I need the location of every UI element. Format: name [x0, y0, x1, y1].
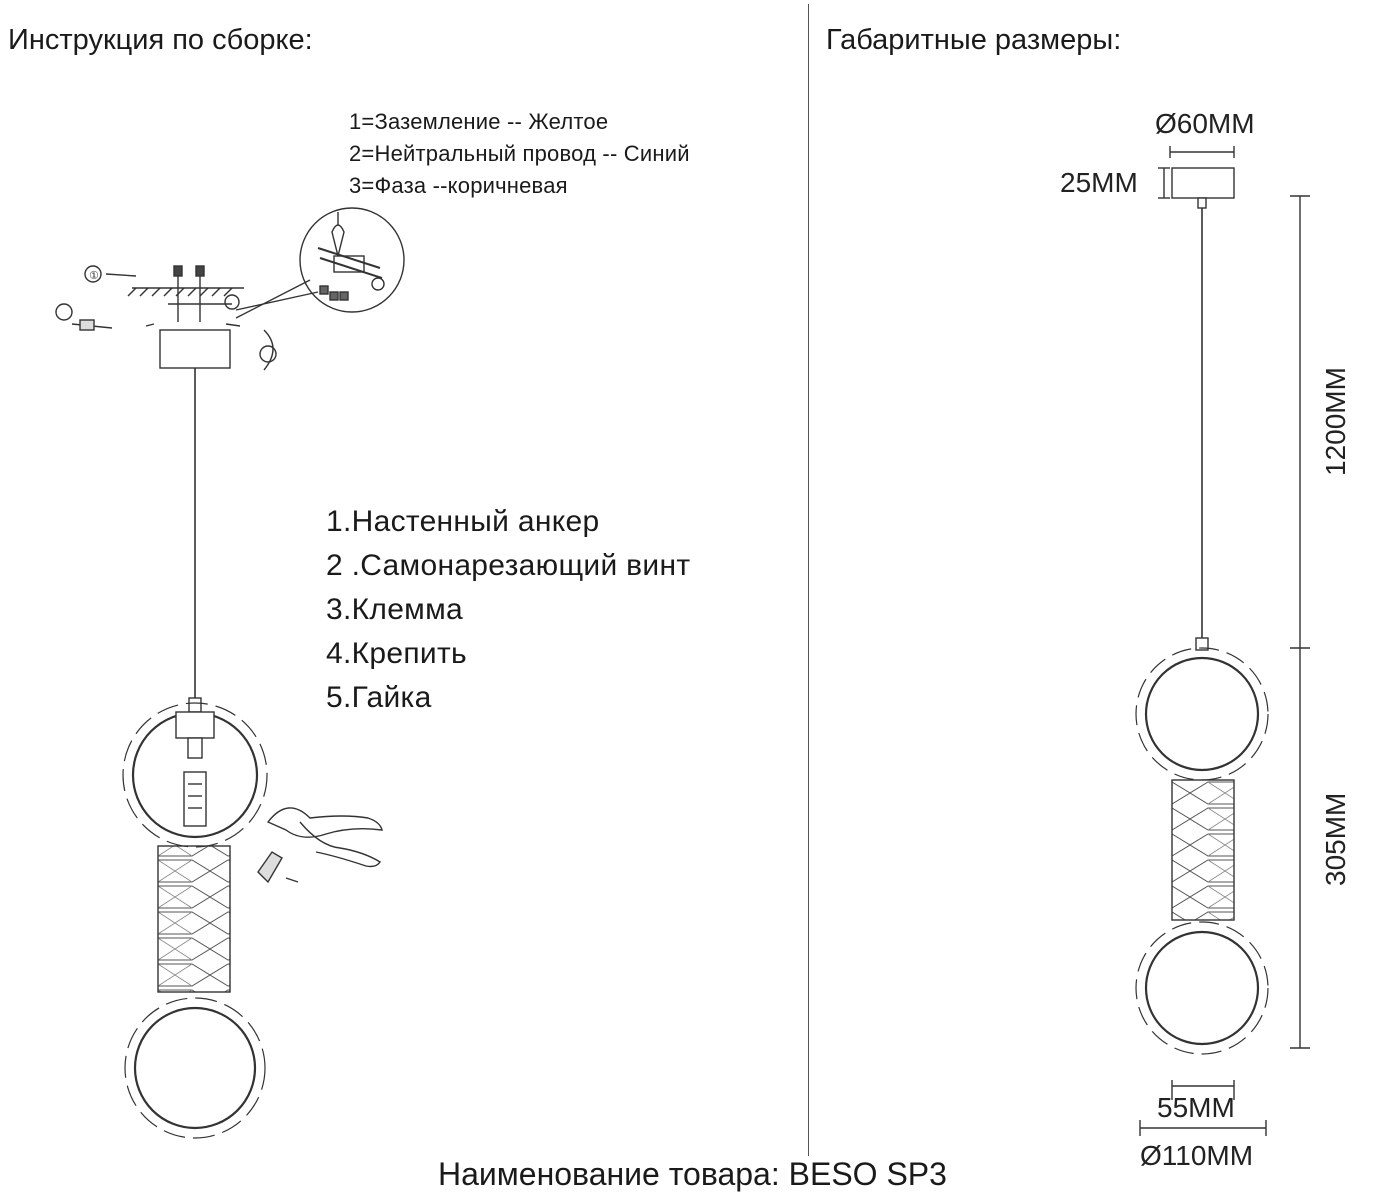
- nut-detail: [55, 303, 241, 331]
- terminal-zoom-detail: [235, 207, 405, 319]
- parts-legend: 1.Настенный анкер 2 .Самонарезающий винт…: [326, 500, 690, 720]
- canopy: [159, 329, 231, 369]
- parts-legend-terminal: 3.Клемма: [326, 593, 464, 626]
- crystal-piece-icon: [257, 851, 283, 884]
- dimensions-heading: Габаритные размеры:: [826, 24, 1122, 56]
- callout-1-icon: [84, 265, 102, 283]
- parts-legend-nut: 5.Гайка: [326, 681, 432, 714]
- dim-upper-ring: [1135, 647, 1269, 781]
- terminal-block: [183, 771, 207, 827]
- dim-neck-width: 55MM: [1157, 1092, 1235, 1123]
- dim-neck: [1171, 779, 1235, 921]
- parts-legend-fasten: 4.Крепить: [326, 637, 467, 670]
- dim-ring-diameter: Ø110MM: [1140, 1140, 1254, 1171]
- product-name: Наименование товара: BESO SP3: [438, 1156, 947, 1192]
- dim-canopy-diameter: Ø60MM: [1155, 108, 1255, 139]
- wiring-legend-neutral: 2=Нейтральный провод -- Синий: [349, 141, 690, 166]
- assembly-drawing: ①: [55, 207, 405, 1139]
- wiring-legend: 1=Заземление -- Желтое 2=Нейтральный про…: [349, 106, 690, 202]
- panel-divider: [808, 4, 809, 1156]
- parts-legend-anchor: 1.Настенный анкер: [326, 505, 600, 538]
- callout-1-label: ①: [89, 270, 99, 282]
- neck-section: [157, 845, 231, 993]
- rotate-arrow-icon: [263, 329, 274, 371]
- parts-legend-screw: 2 .Самонарезающий винт: [326, 549, 691, 582]
- dim-lower-ring: [1135, 921, 1269, 1055]
- ceiling-mount: [127, 265, 244, 322]
- dim-canopy-height: 25MM: [1060, 167, 1138, 198]
- dimensions-drawing: [1135, 146, 1310, 1136]
- assembly-heading: Инструкция по сборке:: [8, 24, 313, 56]
- dim-canopy: [1171, 167, 1235, 199]
- wiring-legend-ground: 1=Заземление -- Желтое: [349, 109, 609, 134]
- lower-ring: [124, 997, 266, 1139]
- wiring-legend-phase: 3=Фаза --коричневая: [349, 173, 568, 198]
- pliers-icon: [266, 807, 383, 868]
